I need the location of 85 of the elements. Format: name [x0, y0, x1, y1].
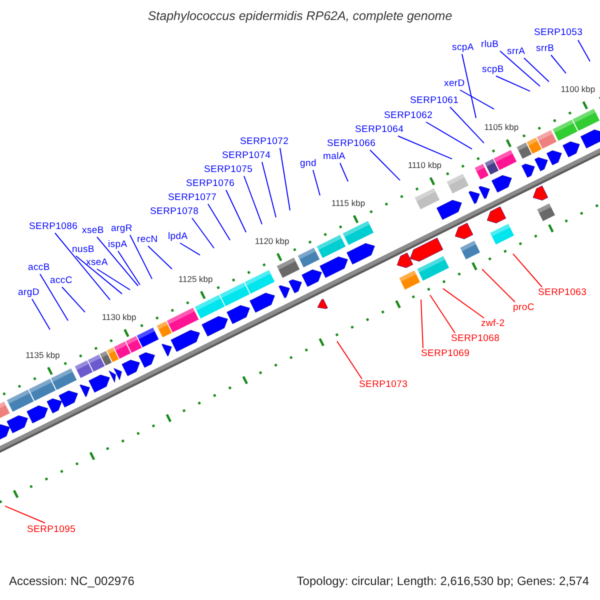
leader-line [96, 236, 138, 286]
leader-line [462, 54, 476, 118]
leader-line [442, 288, 484, 318]
leader-line [420, 298, 424, 348]
gene-label: SERP1066 [327, 138, 376, 150]
gene-label: SERP1074 [222, 150, 271, 162]
leader-line [244, 176, 262, 225]
gene-label: SERP1069 [421, 348, 470, 360]
scale-label: 1100 kbp [560, 83, 596, 96]
leader-line [524, 58, 550, 82]
scale-label: 1120 kbp [254, 235, 290, 248]
leader-line [32, 298, 50, 330]
leader-line [500, 50, 540, 87]
leader-line [262, 162, 276, 218]
gene-label: accB [28, 262, 50, 274]
gene-label: recN [137, 234, 158, 246]
gene-label: SERP1072 [240, 136, 289, 148]
gene-label: proC [513, 302, 534, 314]
scale-label: 1110 kbp [408, 159, 442, 172]
leader-line [450, 106, 484, 144]
leader-line [496, 76, 530, 92]
leader-line [96, 268, 130, 290]
gene-label: srrA [507, 46, 526, 58]
gene-label: SERP1095 [27, 524, 76, 536]
leader-line [226, 190, 246, 233]
gene-label: zwf-2 [481, 318, 505, 330]
title: Staphylococcus epidermidis RP62A, complete genome [146, 10, 454, 22]
gene-label: SERP1061 [410, 95, 459, 107]
scale-label: 1135 kbp [25, 349, 60, 362]
gene-label: xerD [444, 78, 465, 90]
gene-label: accC [50, 275, 72, 287]
leader-line [312, 170, 320, 196]
leader-line [370, 150, 400, 181]
leader-line [280, 148, 290, 211]
gene-label: nusB [72, 244, 94, 256]
gene-label: srrB [536, 43, 554, 55]
gene-label: lpdA [168, 231, 188, 243]
leader-line [130, 234, 152, 280]
leader-line [340, 162, 348, 182]
leader-line [192, 218, 214, 249]
leader-line [180, 242, 200, 256]
leader-line [148, 246, 172, 270]
gene-label: SERP1063 [538, 287, 587, 299]
gene-label: SERP1076 [186, 178, 235, 190]
leader-line [62, 286, 86, 313]
leader-line [550, 54, 566, 74]
gene-label: SERP1053 [534, 27, 583, 39]
leader-line [54, 232, 110, 300]
gene-label: scpB [482, 64, 504, 76]
genome-summary-text: Topology: circular; Length: 2,616,530 bp; Genes: 2,574 [296, 575, 589, 587]
leader-line [398, 136, 452, 160]
gene-label: xseB [82, 225, 104, 237]
leader-line [208, 204, 230, 241]
scale-label: 1125 kbp [178, 273, 213, 286]
gene-label: rluB [481, 39, 499, 51]
leader-line [336, 340, 362, 380]
leader-line [482, 268, 516, 302]
leader-line [430, 294, 456, 334]
scale-label: 1130 kbp [102, 311, 136, 324]
gene-label: SERP1078 [150, 206, 199, 218]
scale-label: 1105 kbp [484, 121, 519, 134]
gene-label: SERP1064 [355, 124, 404, 136]
gene-label: argR [111, 223, 132, 235]
leader-line [40, 274, 68, 322]
gene-label: argD [18, 287, 40, 299]
accession-text: Accession: NC_002976 [9, 575, 134, 587]
gene-label: SERP1068 [451, 333, 500, 345]
leader-line [118, 250, 140, 286]
gene-label: malA [323, 151, 346, 163]
gene-label: scpA [452, 42, 474, 54]
leader-line [76, 256, 122, 294]
gene-label: SERP1077 [168, 192, 217, 204]
gene-label: SERP1075 [204, 164, 253, 176]
gene-label: SERP1062 [384, 110, 433, 122]
leader-line [426, 122, 472, 150]
gene-label: gnd [300, 158, 316, 170]
leader-line [460, 90, 494, 110]
gene-label: ispA [108, 239, 128, 251]
leader-line [578, 40, 590, 62]
gene-label: SERP1073 [359, 379, 408, 391]
leader-line [4, 506, 46, 524]
gene-label: xseA [86, 257, 108, 269]
gene-label: SERP1086 [29, 221, 78, 233]
leader-line [512, 253, 542, 288]
scale-label: 1115 kbp [331, 197, 366, 210]
